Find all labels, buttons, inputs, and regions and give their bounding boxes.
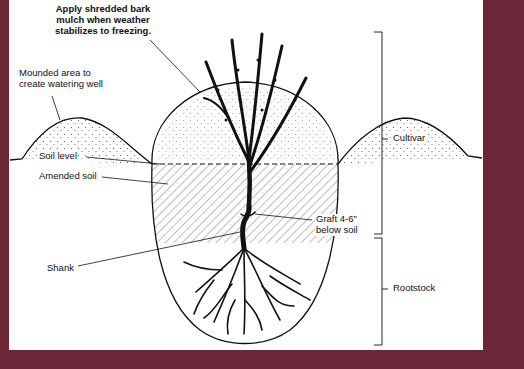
buds — [261, 109, 264, 112]
tree — [184, 34, 310, 334]
shank — [242, 206, 249, 248]
left-mound — [10, 118, 152, 164]
buds — [225, 119, 228, 122]
graft-knot — [241, 212, 255, 216]
buds — [217, 59, 297, 122]
mulch-note: Apply shredded bark mulch when weather s… — [44, 4, 162, 37]
rootstock-bracket — [374, 238, 388, 345]
leader-line — [150, 40, 200, 92]
leader-line — [52, 96, 60, 120]
roots — [214, 248, 244, 322]
trunk — [247, 160, 252, 206]
roots — [227, 300, 235, 334]
leader-line — [255, 214, 312, 220]
shank-label: Shank — [46, 263, 75, 274]
leader-line — [102, 177, 168, 184]
buds — [274, 79, 277, 82]
roots — [245, 300, 262, 330]
buds — [257, 59, 260, 62]
amended-soil-label: Amended soil — [38, 171, 98, 182]
roots — [244, 248, 300, 284]
leader-line — [86, 157, 160, 164]
rootstock-label: Rootstock — [392, 283, 436, 294]
buds — [294, 99, 297, 102]
buds — [217, 89, 220, 92]
brackets — [374, 32, 388, 345]
cultivar-bracket — [374, 32, 388, 234]
soil-level-label: Soil level — [38, 151, 78, 162]
buds — [237, 69, 240, 72]
planting-hole — [152, 82, 338, 344]
branch — [249, 34, 262, 160]
amended-soil-hatch — [152, 164, 338, 243]
branch — [250, 78, 306, 172]
roots — [243, 248, 245, 334]
cultivar-label: Cultivar — [392, 133, 426, 144]
mound-note: Mounded area to create watering well — [18, 68, 112, 90]
roots — [204, 284, 232, 318]
soil-level-line — [152, 164, 338, 165]
hole-outline — [152, 164, 338, 344]
roots — [184, 248, 310, 334]
roots — [184, 262, 222, 270]
roots — [244, 248, 280, 320]
leader-line — [78, 232, 240, 266]
branch — [204, 98, 230, 120]
graft-label: Graft 4-6" below soil — [315, 214, 373, 236]
roots — [270, 276, 310, 300]
right-mound — [338, 118, 482, 164]
branch — [232, 40, 249, 160]
roots — [194, 280, 214, 314]
buds — [239, 99, 242, 102]
